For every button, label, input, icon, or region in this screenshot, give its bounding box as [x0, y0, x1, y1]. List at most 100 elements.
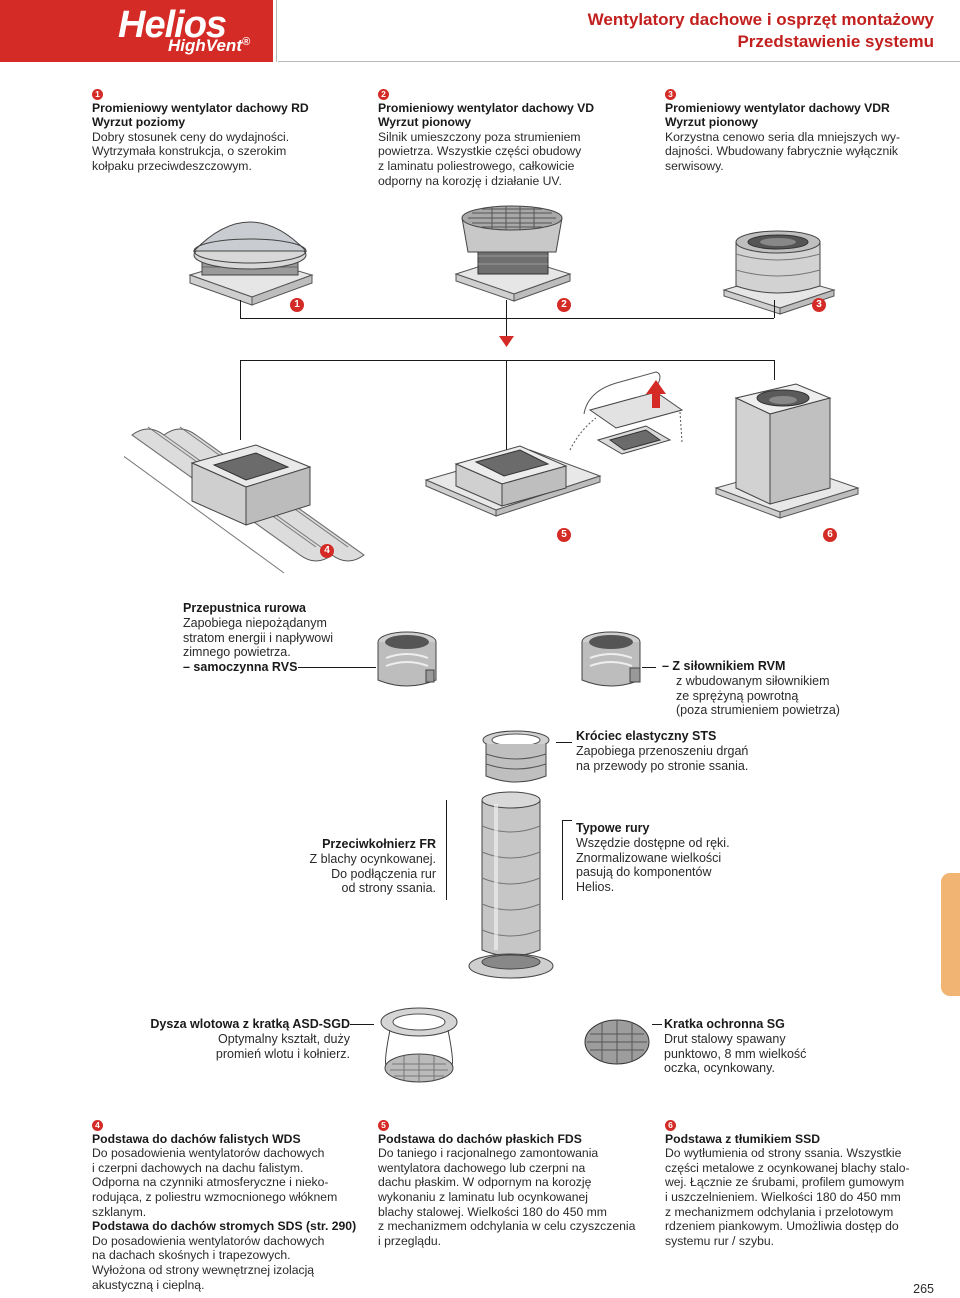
product-vdr-text: Korzystna cenowo seria dla mniejszych wy…: [665, 129, 901, 144]
inlet-nozzle-asd-illustration: [380, 1007, 458, 1083]
label-rvm-text: z wbudowanym siłownikiem: [676, 673, 830, 688]
leader-line: [652, 1024, 662, 1025]
base-fds-text: z mechanizmem odchylania w celu czyszcze…: [378, 1219, 636, 1234]
base-ssd-text: rdzeniem piankowym. Umożliwia dostęp do: [665, 1219, 899, 1234]
label-asd-text: promień wlotu i kołnierz.: [215, 1046, 350, 1061]
leader-line: [298, 667, 376, 668]
product-vd-text: z laminatu poliestrowego, całkowicie: [378, 158, 575, 173]
header-underline: [278, 61, 960, 62]
figure-marker-3: 3: [812, 298, 826, 312]
brand-logo-block: Helios HighVent®: [0, 0, 273, 62]
label-sg-text: Drut stalowy spawany: [664, 1031, 786, 1046]
connector-line: [240, 318, 774, 319]
base-fds-text: wentylatora dachowego lub czerpni na: [378, 1160, 586, 1175]
label-sts: Króciec elastyczny STS Zapobiega przenos…: [576, 729, 806, 773]
product-vdr-description: 3 Promieniowy wentylator dachowy VDR Wyr…: [665, 86, 945, 174]
base-ssd-silencer-illustration: [714, 383, 860, 519]
base-fds-text: blachy stalowej. Wielkości 180 do 450 mm: [378, 1204, 607, 1219]
label-fr-text: Do podłączenia rur: [331, 866, 436, 881]
fan-vdr-illustration: [722, 230, 836, 315]
base-ssd-text: części metalowe z ocynkowanej blachy sta…: [665, 1160, 910, 1175]
label-rury-text: Wszędzie dostępne od ręki.: [576, 835, 730, 850]
leader-line: [556, 742, 572, 743]
leader-line: [562, 820, 572, 821]
product-vdr-text: dajności. Wbudowany fabrycznie wyłącznik: [665, 144, 899, 159]
label-rvm: – Z siłownikiem RVM z wbudowanym siłowni…: [662, 659, 882, 718]
figure-marker-4: 4: [320, 544, 334, 558]
marker-2-badge: 2: [378, 89, 389, 100]
figure-marker-5: 5: [557, 528, 571, 542]
label-rvs-text: Zapobiega niepożądanym: [183, 615, 327, 630]
base-fds-text: dachu płaskim. W odpornym na korozję: [378, 1175, 592, 1190]
product-rd-title: Promieniowy wentylator dachowy RD: [92, 100, 309, 115]
base-ssd-text: Do wytłumienia od strony ssania. Wszystk…: [665, 1146, 902, 1161]
connector-line: [240, 360, 774, 361]
base-ssd-text: z mechanizmem odchylania i przelotowym: [665, 1204, 894, 1219]
arrow-down-icon: [499, 336, 514, 347]
product-vdr-text: serwisowy.: [665, 158, 724, 173]
marker-3-badge: 3: [665, 89, 676, 100]
label-rvs-title: Przepustnica rurowa: [183, 601, 306, 615]
base-ssd-title: Podstawa z tłumikiem SSD: [665, 1131, 821, 1146]
damper-rvs-illustration: [377, 631, 437, 687]
product-vdr-subtitle: Wyrzut pionowy: [665, 115, 759, 130]
marker-1-badge: 1: [92, 89, 103, 100]
figure-marker-2: 2: [557, 298, 571, 312]
brand-logo-text: Helios: [118, 4, 227, 46]
base-sds-title: Podstawa do dachów stromych SDS (str. 29…: [92, 1219, 357, 1234]
figure-marker-6: 6: [823, 528, 837, 542]
label-fr-title: Przeciwkołnierz FR: [322, 837, 436, 851]
base-wds-description: 4 Podstawa do dachów falistych WDS Do po…: [92, 1117, 362, 1292]
base-wds-title: Podstawa do dachów falistych WDS: [92, 1131, 301, 1146]
base-ssd-text: i uszczelnieniem. Wielkości 180 do 450 m…: [665, 1189, 901, 1204]
base-fds-text: Do taniego i racjonalnego zamontowania: [378, 1146, 599, 1161]
product-vd-title: Promieniowy wentylator dachowy VD: [378, 100, 595, 115]
header-divider: [276, 0, 277, 62]
base-wds-text: szklanym.: [92, 1204, 147, 1219]
leader-line: [642, 667, 656, 668]
label-rvm-text: (poza strumieniem powietrza): [676, 703, 840, 718]
label-fr-text: Z blachy ocynkowanej.: [309, 851, 436, 866]
label-sts-text: Zapobiega przenoszeniu drgań: [576, 743, 749, 758]
label-sts-title: Króciec elastyczny STS: [576, 729, 717, 743]
connector-line: [506, 360, 507, 452]
label-fr-text: od strony ssania.: [341, 881, 437, 896]
base-ssd-text: systemu rur / szybu.: [665, 1233, 775, 1248]
label-rury-text: Znormalizowane wielkości: [576, 850, 722, 865]
product-rd-text: Dobry stosunek ceny do wydajności.: [92, 129, 290, 144]
label-asd: Dysza wlotowa z kratką ASD-SGD Optymalny…: [150, 1017, 350, 1061]
connector-line: [774, 300, 775, 318]
label-rury-text: Helios.: [576, 880, 615, 895]
marker-6-badge: 6: [665, 1120, 676, 1131]
base-wds-text: Do posadowienia wentylatorów dachowych: [92, 1146, 325, 1161]
product-vd-text: Silnik umieszczony poza strumieniem: [378, 129, 581, 144]
product-vd-text: powietrza. Wszystkie części obudowy: [378, 144, 582, 159]
base-sds-text: Do posadowienia wentylatorów dachowych: [92, 1233, 325, 1248]
label-asd-title: Dysza wlotowa z kratką ASD-SGD: [150, 1017, 350, 1031]
leader-line: [562, 820, 563, 900]
label-rury-title: Typowe rury: [576, 821, 650, 835]
label-rvm-title: – Z siłownikiem RVM: [662, 659, 786, 673]
base-fds-flat-illustration: [424, 371, 684, 517]
base-ssd-text: wej. Łącznie ze śrubami, profilem gumowy…: [665, 1175, 905, 1190]
label-sg: Kratka ochronna SG Drut stalowy spawany …: [664, 1017, 864, 1076]
page-number: 265: [913, 1282, 934, 1296]
pipe-illustration: [468, 791, 554, 979]
damper-rvm-illustration: [581, 631, 641, 687]
product-rd-subtitle: Wyrzut poziomy: [92, 115, 186, 130]
fan-rd-illustration: [188, 216, 314, 306]
page-title-line-1: Wentylatory dachowe i osprzęt montażowy: [587, 10, 934, 29]
label-fr: Przeciwkołnierz FR Z blachy ocynkowanej.…: [246, 837, 436, 896]
base-sds-text: akustyczną i cieplną.: [92, 1277, 205, 1292]
product-rd-description: 1 Promieniowy wentylator dachowy RD Wyrz…: [92, 86, 352, 174]
connector-line: [774, 360, 775, 380]
base-fds-description: 5 Podstawa do dachów płaskich FDS Do tan…: [378, 1117, 648, 1248]
protective-grille-sg-illustration: [584, 1019, 650, 1065]
page-title: Wentylatory dachowe i osprzęt montażowy …: [588, 9, 934, 53]
base-ssd-description: 6 Podstawa z tłumikiem SSD Do wytłumieni…: [665, 1117, 940, 1248]
base-wds-text: i czerpni dachowych na dachu falistym.: [92, 1160, 304, 1175]
label-rury: Typowe rury Wszędzie dostępne od ręki. Z…: [576, 821, 776, 895]
product-vd-description: 2 Promieniowy wentylator dachowy VD Wyrz…: [378, 86, 638, 188]
section-tab: [941, 873, 960, 996]
label-rvs-sub: – samoczynna RVS: [183, 660, 298, 675]
